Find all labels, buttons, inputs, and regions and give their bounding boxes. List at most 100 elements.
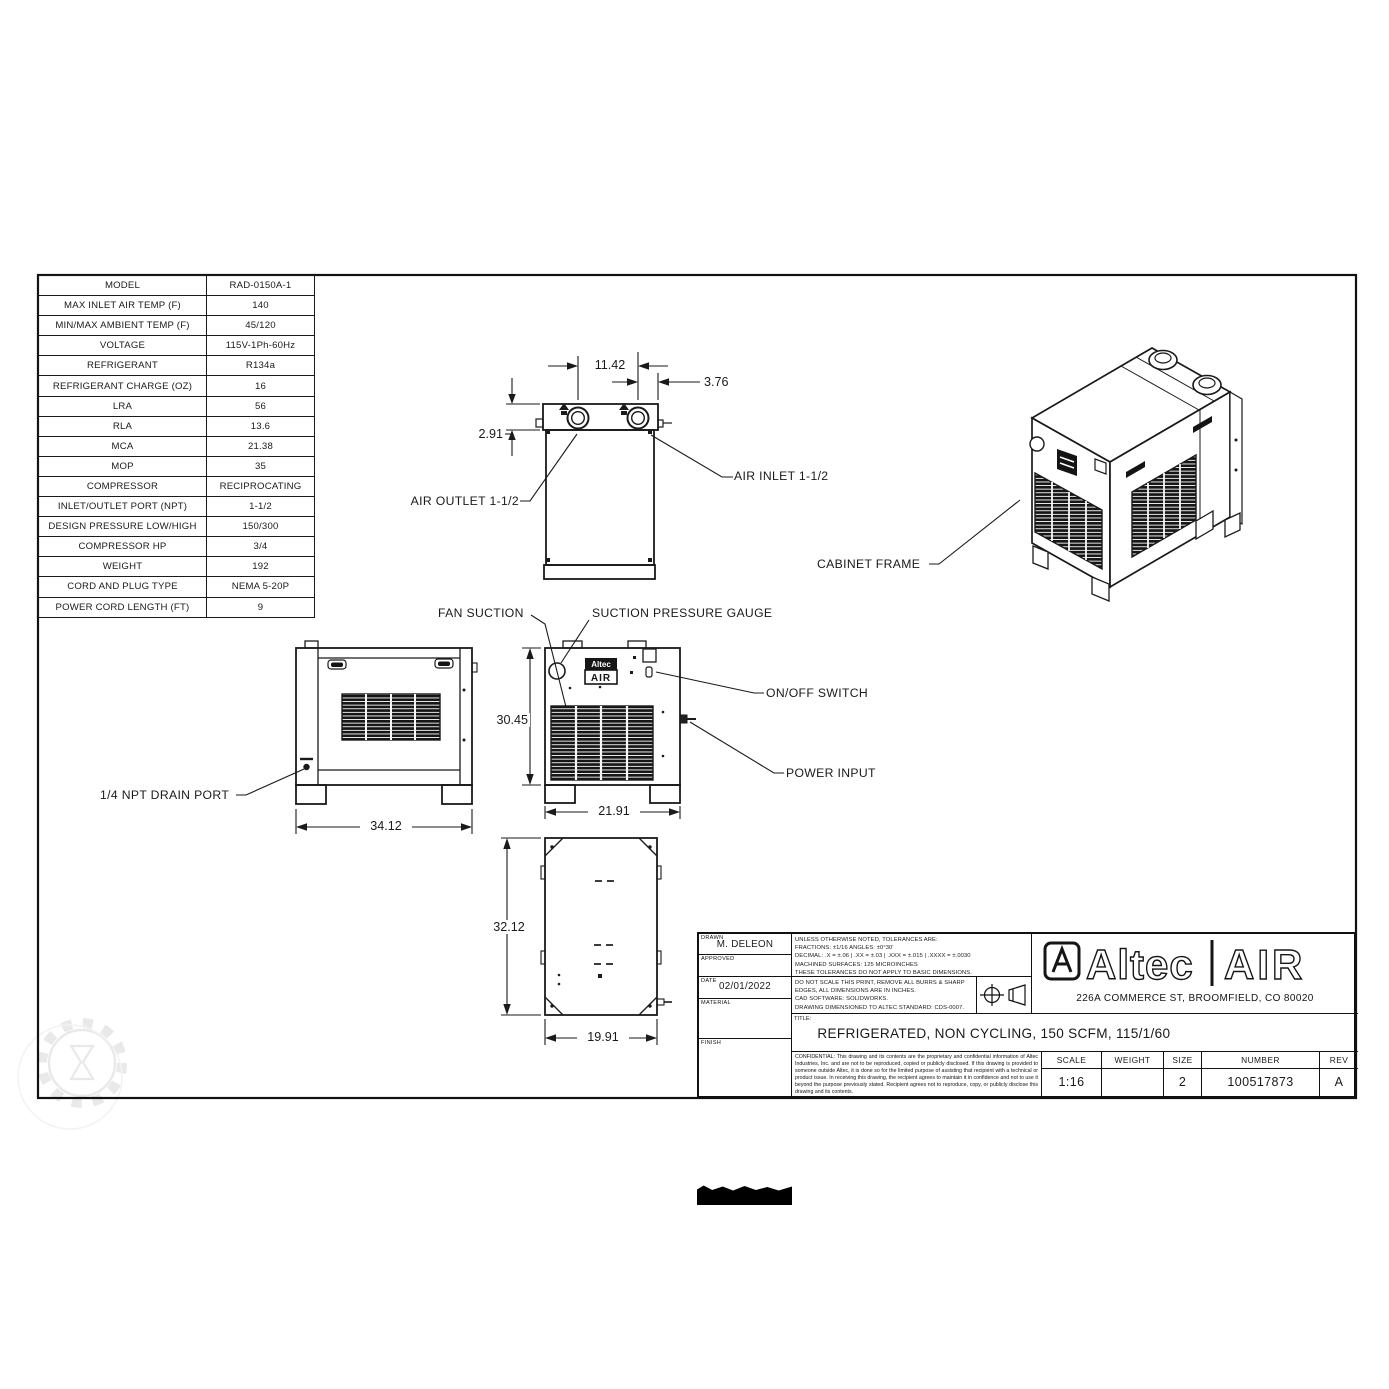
spec-value: RECIPROCATING <box>206 475 315 498</box>
date-value: 02/01/2022 <box>718 981 772 992</box>
logo-brand-right: AIR <box>1224 941 1305 988</box>
weight-cell: WEIGHT <box>1102 1052 1164 1098</box>
power-input-icon <box>679 714 696 724</box>
size-cell: SIZE 2 <box>1164 1052 1202 1098</box>
general-notes: DO NOT SCALE THIS PRINT, REMOVE ALL BURR… <box>792 977 977 1014</box>
side-view <box>295 640 478 805</box>
third-angle-projection-icon <box>980 984 1026 1006</box>
spec-value: 192 <box>206 556 315 578</box>
iso-logo <box>1057 449 1077 476</box>
weight-label: WEIGHT <box>1102 1052 1163 1069</box>
number-cell: NUMBER 100517873 <box>1202 1052 1320 1098</box>
suction-pressure-gauge-label: SUCTION PRESSURE GAUGE <box>592 606 773 620</box>
air-outlet-label: AIR OUTLET 1-1/2 <box>410 494 519 508</box>
rev-value: A <box>1334 1075 1344 1089</box>
confidential-text: CONFIDENTIAL: This drawing and its conte… <box>795 1054 1038 1096</box>
cabinet-frame-leader <box>929 499 1021 565</box>
finish-label: FINISH <box>701 1040 722 1046</box>
spec-value: 16 <box>206 375 315 397</box>
spec-value: NEMA 5-20P <box>206 576 315 598</box>
on-off-switch-label: ON/OFF SWITCH <box>766 686 869 700</box>
spec-value: 9 <box>206 596 315 618</box>
spec-value: 56 <box>206 395 315 417</box>
spec-label: COMPRESSOR HP <box>38 536 207 558</box>
spec-label: MCA <box>38 435 207 457</box>
text-line: CAD SOFTWARE: SOLIDWORKS. <box>795 996 889 1003</box>
spec-value: 3/4 <box>206 536 315 558</box>
spec-value: 115V-1Ph-60Hz <box>206 335 315 357</box>
unit-logo-line2: AIR <box>591 673 611 684</box>
title-cell: TITLE: REFRIGERATED, NON CYCLING, 150 SC… <box>792 1014 1358 1052</box>
front-view <box>544 640 696 804</box>
dim-inlet-to-edge: 3.76 <box>702 375 731 389</box>
spec-label: POWER CORD LENGTH (FT) <box>38 596 207 618</box>
dim-front-width: 21.91 <box>588 804 640 818</box>
spec-value: 150/300 <box>206 516 315 538</box>
table-row: REFRIGERANT CHARGE (OZ)16 <box>38 375 315 397</box>
dim-height: 30.45 <box>484 713 530 727</box>
dim-port-spacing: 11.42 <box>584 358 636 372</box>
logo-brand-left: Altec <box>1086 941 1194 988</box>
spec-value: R134a <box>206 355 315 377</box>
drain-port-icon <box>300 757 313 771</box>
drawing-title: REFRIGERATED, NON CYCLING, 150 SCFM, 115… <box>817 1026 1171 1041</box>
spec-value: 13.6 <box>206 415 315 437</box>
rev-cell: REV A <box>1320 1052 1358 1098</box>
date-cell: DATE 02/01/2022 <box>699 977 792 999</box>
spec-label: VOLTAGE <box>38 335 207 357</box>
spec-label: MODEL <box>38 274 207 297</box>
power-input-label: POWER INPUT <box>786 766 876 780</box>
cabinet-frame-label: CABINET FRAME <box>817 557 921 571</box>
rev-label: REV <box>1320 1052 1358 1069</box>
bottom-view-dimensions <box>501 837 658 1045</box>
table-row: INLET/OUTLET PORT (NPT)1-1/2 <box>38 496 315 518</box>
iso-port-icon <box>1148 349 1222 396</box>
tolerance-notes: UNLESS OTHERWISE NOTED, TOLERANCES ARE:F… <box>792 934 1032 977</box>
front-view-leaders <box>530 614 784 774</box>
spec-value: 45/120 <box>206 315 315 337</box>
scale-label: SCALE <box>1042 1052 1101 1069</box>
dim-bottom-width: 19.91 <box>577 1030 629 1044</box>
drawn-label: DRAWN <box>701 935 724 941</box>
redacted-signature <box>697 1185 792 1205</box>
scale-value: 1:16 <box>1058 1075 1085 1089</box>
text-line: EDGES, ALL DIMENSIONS ARE IN INCHES. <box>795 988 916 995</box>
fan-suction-label: FAN SUCTION <box>438 606 524 620</box>
spec-label: MIN/MAX AMBIENT TEMP (F) <box>38 315 207 337</box>
spec-label: WEIGHT <box>38 556 207 578</box>
confidential-cell: CONFIDENTIAL: This drawing and its conte… <box>792 1052 1042 1098</box>
approved-cell: APPROVED <box>699 955 792 977</box>
unit-logo: Altec AIR <box>584 658 618 685</box>
text-line: DECIMAL: .X = ±.06 | .XX = ±.03 | .XXX =… <box>795 953 971 960</box>
iso-gauge-hole <box>1029 436 1045 452</box>
spec-label: INLET/OUTLET PORT (NPT) <box>38 496 207 518</box>
spec-label: REFRIGERANT CHARGE (OZ) <box>38 375 207 397</box>
spec-value: 140 <box>206 295 315 317</box>
size-label: SIZE <box>1164 1052 1201 1069</box>
size-value: 2 <box>1178 1075 1187 1089</box>
table-row: MIN/MAX AMBIENT TEMP (F)45/120 <box>38 315 315 337</box>
spec-label: MAX INLET AIR TEMP (F) <box>38 295 207 317</box>
drain-port-leader <box>236 768 305 796</box>
flow-direction-icon <box>559 403 629 415</box>
spec-value: 35 <box>206 455 315 477</box>
top-view-dimensions <box>502 352 700 456</box>
dim-side-width: 34.12 <box>360 819 412 833</box>
text-line: FRACTIONS: ±1/16 ANGLES: ±0°30' <box>795 945 894 952</box>
iso-handle-icon <box>1193 416 1212 433</box>
number-value: 100517873 <box>1227 1075 1294 1089</box>
material-cell: MATERIAL <box>699 999 792 1039</box>
table-row: POWER CORD LENGTH (FT)9 <box>38 596 315 618</box>
spec-label: RLA <box>38 415 207 437</box>
material-label: MATERIAL <box>701 1000 731 1006</box>
